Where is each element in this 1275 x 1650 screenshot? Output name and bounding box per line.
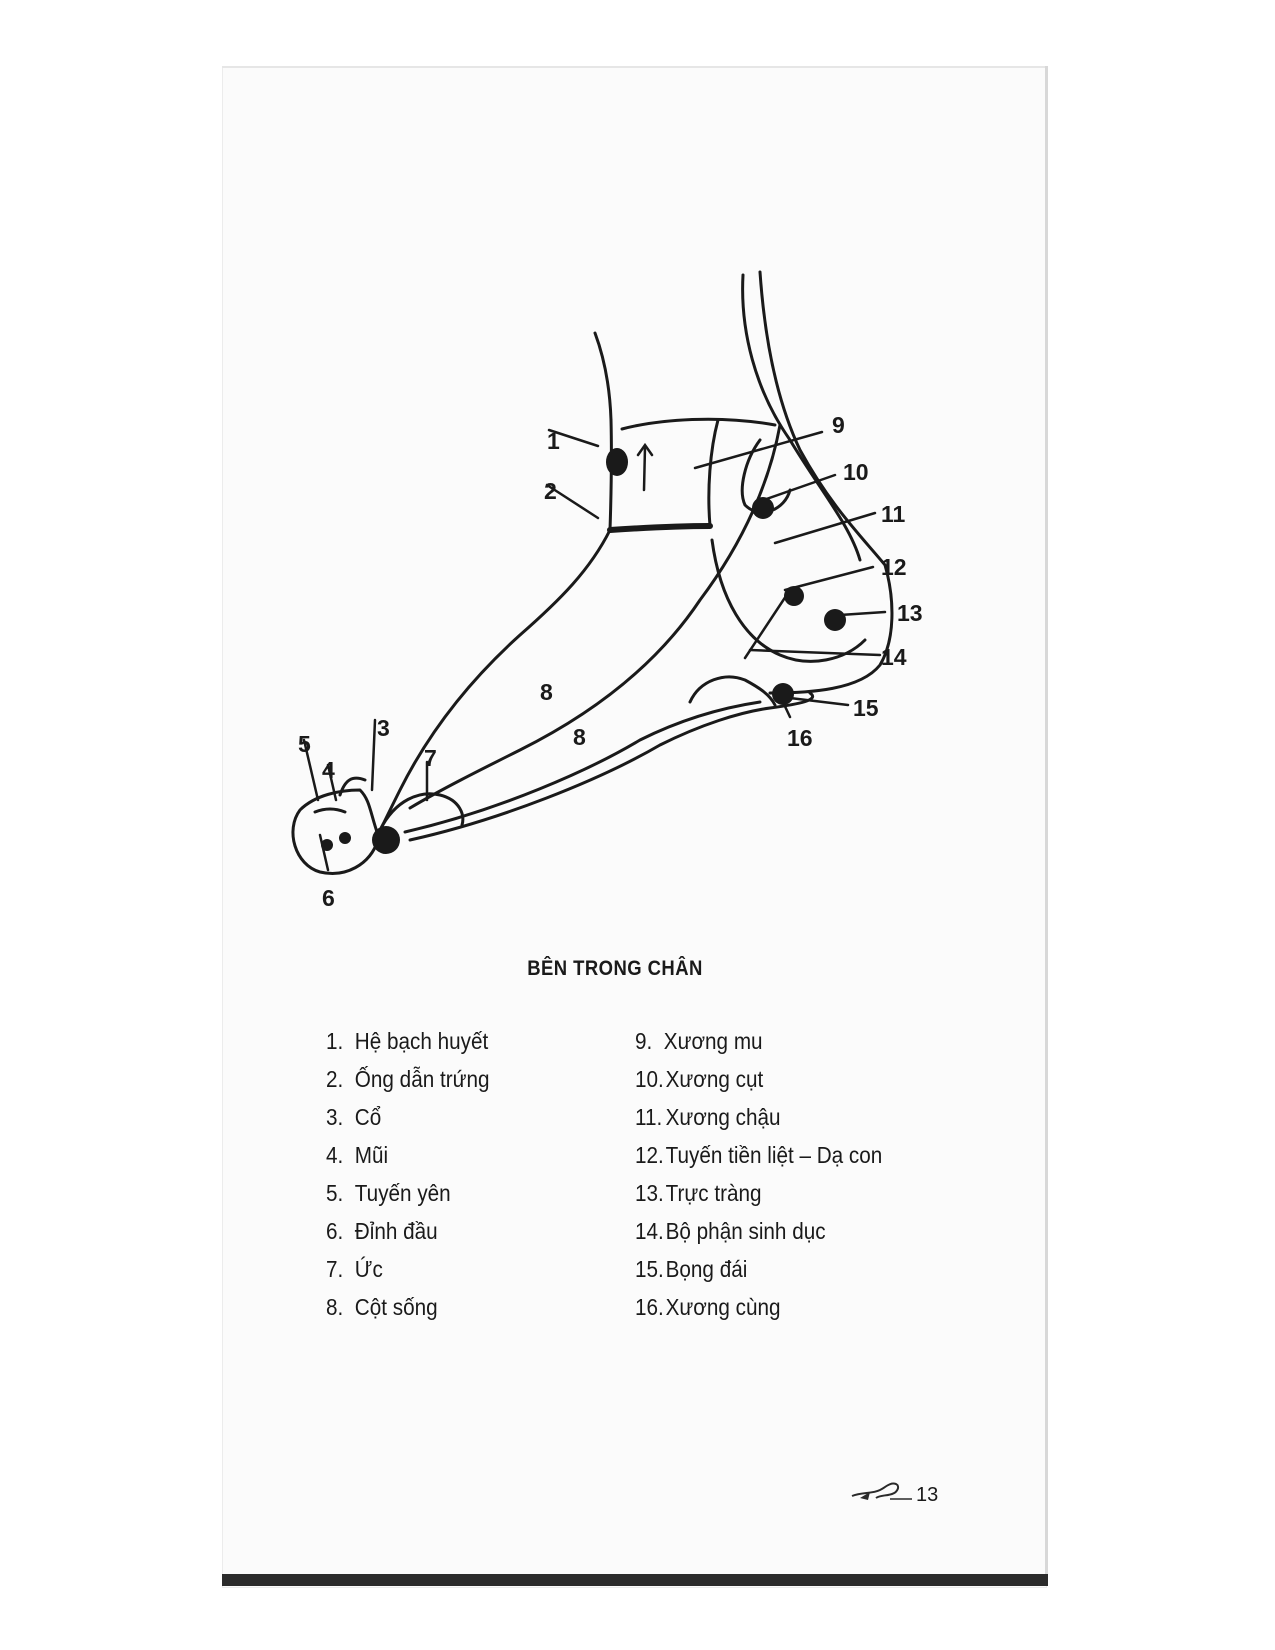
legend-right-column: 9.Xương mu 10.Xương cụt 11.Xương chậu 12…: [635, 1022, 882, 1326]
sole-outline: [408, 691, 814, 842]
legend-item: 14.Bộ phận sinh dục: [635, 1218, 826, 1244]
legend-item: 11.Xương chậu: [635, 1104, 781, 1130]
label-15: 15: [853, 695, 879, 721]
point-lymph: [606, 448, 628, 476]
label-11: 11: [881, 501, 906, 527]
point-neck: [372, 826, 400, 854]
leader-3: [370, 718, 377, 792]
leader-12: [783, 565, 875, 592]
legend-item: 2.Ống dẫn trứng: [326, 1066, 490, 1092]
label-16: 16: [787, 725, 813, 751]
label-2: 2: [544, 478, 557, 504]
label-7: 7: [424, 745, 437, 771]
bladder-bulge: [688, 675, 777, 707]
label-9: 9: [832, 412, 845, 438]
legend-item: 6.Đỉnh đầu: [326, 1218, 438, 1244]
leader-5: [302, 738, 320, 802]
heel-inner-curve: [710, 538, 867, 663]
legend-item: 13.Trực tràng: [635, 1180, 762, 1206]
legend-item: 4.Mũi: [326, 1142, 389, 1168]
coccyx-loop: [740, 438, 792, 514]
sternum-bulge: [378, 792, 465, 832]
point-nose: [339, 832, 351, 844]
legend-item: 3.Cổ: [326, 1104, 382, 1130]
ankle-band-left: [608, 418, 613, 532]
leader-1: [547, 428, 600, 448]
flow-arrow-head: [636, 442, 654, 457]
legend-item: 8.Cột sống: [326, 1294, 438, 1320]
legend-item: 12.Tuyến tiền liệt – Dạ con: [635, 1142, 883, 1168]
diagram-caption: BÊN TRONG CHÂN: [527, 957, 703, 980]
leader-10: [753, 473, 837, 505]
legend-item: 10.Xương cụt: [635, 1066, 764, 1092]
ankle-band-top: [620, 417, 777, 431]
page-top-edge: [222, 66, 1048, 68]
label-14: 14: [881, 644, 907, 670]
point-coccyx: [752, 497, 774, 519]
label-8-upper: 8: [540, 679, 553, 705]
leader-4: [326, 763, 338, 802]
legend-item: 5.Tuyến yên: [326, 1180, 451, 1206]
leader-9: [693, 430, 824, 470]
ankle-band-bottom: [607, 523, 713, 533]
legend-item: 16.Xương cùng: [635, 1294, 781, 1320]
leader-11: [773, 511, 877, 545]
label-13: 13: [897, 600, 923, 626]
page-bottom-edge: [222, 1574, 1048, 1586]
leader-12-down: [743, 588, 792, 660]
label-4: 4: [322, 757, 335, 783]
label-10: 10: [843, 459, 869, 485]
leg-back-outline: [758, 270, 894, 695]
label-6: 6: [322, 885, 335, 911]
leg-front-outline: [593, 331, 613, 422]
toe-outline: [291, 788, 380, 875]
book-page: [222, 66, 1047, 1588]
label-8-lower: 8: [573, 724, 586, 750]
leader-14: [748, 648, 882, 657]
flow-arrow-shaft: [642, 445, 647, 492]
page-ornament-icon: [851, 1482, 912, 1500]
point-sacrum: [772, 683, 794, 705]
label-12: 12: [881, 554, 907, 580]
leader-2: [545, 483, 600, 520]
foot-top-outline: [376, 528, 612, 837]
spine-line-lower: [403, 700, 762, 834]
legend-item: 9.Xương mu: [635, 1028, 763, 1054]
legend-left-column: 1.Hệ bạch huyết 2.Ống dẫn trứng 3.Cổ 4.M…: [326, 1022, 490, 1326]
legend-item: 15.Bọng đái: [635, 1256, 748, 1282]
page-right-edge: [1045, 66, 1048, 1586]
label-3: 3: [377, 715, 390, 741]
point-prostate-uterus: [784, 586, 804, 606]
ankle-band-right: [707, 418, 720, 528]
page-number: 13: [916, 1484, 939, 1506]
point-rectum: [824, 609, 846, 631]
legend-item: 1.Hệ bạch huyết: [326, 1028, 489, 1054]
leader-15: [788, 696, 850, 707]
spine-line-upper: [408, 423, 782, 810]
toe-neck-left: [338, 776, 367, 797]
legend-item: 7.Ức: [326, 1256, 383, 1282]
leader-6: [318, 833, 330, 872]
point-pituitary: [321, 839, 333, 851]
label-5: 5: [298, 731, 311, 757]
leader-13: [838, 610, 887, 617]
label-1: 1: [547, 428, 560, 454]
toe-nail: [313, 807, 347, 814]
